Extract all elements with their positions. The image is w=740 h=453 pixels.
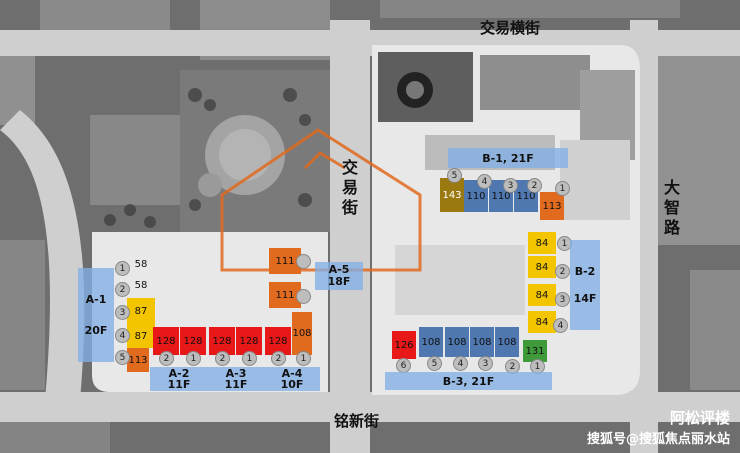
unit-a5-1: 111 [269,248,301,274]
block-b3-name: B-3, [442,374,468,388]
unit-number: 2 [159,351,174,366]
block-a1-label: A-1 20F [78,268,114,362]
unit-b2-4: 84 [528,311,556,333]
unit-a1-5: 113 [127,348,149,372]
unit-number: 1 [242,351,257,366]
unit-number: 2 [527,178,542,193]
unit-number: 4 [553,318,568,333]
block-a3-floors: 11F [224,378,248,391]
block-a4-name: A-4 [281,367,303,380]
street-label-middle: 交易街 [341,158,358,217]
unit-a3-2: 128 [209,327,235,355]
unit-a4-1: 108 [292,312,312,355]
unit-number [296,254,311,269]
block-b3-label: B-3, 21F [385,372,552,390]
unit-number: 4 [477,174,492,189]
block-b2-floors: 14F [573,292,597,305]
unit-b2-1: 84 [528,232,556,254]
watermark-credit: 搜狐号@搜狐焦点丽水站 [586,432,730,447]
unit-b3-6: 126 [392,331,416,359]
unit-a1-1: 58 [127,256,155,272]
block-a4-label: A-4 10F [264,367,320,391]
street-label-east: 大智路 [663,178,680,237]
unit-a5-2: 111 [269,282,301,308]
watermark: 阿松评楼 搜狐号@搜狐焦点丽水站 [587,407,730,447]
unit-a1-4: 87 [127,324,155,348]
block-a2-floors: 11F [167,378,191,391]
unit-number: 2 [115,282,130,297]
unit-number: 2 [271,351,286,366]
block-b3-floors: 21F [471,374,495,388]
unit-b2-3: 84 [528,284,556,306]
block-a2-label: A-2 11F [150,367,208,391]
block-b1-name: B-1, [482,151,508,165]
block-a1-name: A-1 [85,293,107,306]
unit-number: 3 [503,178,518,193]
unit-number [296,289,311,304]
unit-number: 2 [215,351,230,366]
unit-number: 4 [453,356,468,371]
unit-a1-3: 87 [127,298,155,324]
block-a5-name: A-5 [328,263,350,276]
unit-number: 4 [115,328,130,343]
unit-a2-1: 128 [180,327,206,355]
unit-a1-2: 58 [127,277,155,293]
unit-number: 1 [186,351,201,366]
unit-b3-2: 108 [495,327,519,357]
unit-b1-1: 113 [540,192,564,220]
street-label-north: 交易横街 [480,19,541,37]
unit-number: 5 [447,168,462,183]
block-a1-floors: 20F [84,324,108,337]
unit-a2-2: 128 [153,327,179,355]
block-a5-floors: 18F [327,275,351,288]
unit-number: 3 [555,292,570,307]
unit-number: 1 [115,261,130,276]
block-a5-label: A-5 18F [315,262,363,290]
unit-number: 6 [396,358,411,373]
unit-a3-1: 128 [236,327,262,355]
block-a4-floors: 10F [280,378,304,391]
unit-b3-3: 108 [470,327,494,357]
unit-b3-5: 108 [419,327,443,357]
unit-number: 5 [115,350,130,365]
block-a2-name: A-2 [168,367,190,380]
unit-b2-2: 84 [528,256,556,278]
unit-b3-4: 108 [445,327,469,357]
block-b2-label: B-2 14F [570,240,600,330]
unit-number: 3 [478,356,493,371]
block-a3-label: A-3 11F [208,367,264,391]
unit-number: 1 [296,351,311,366]
block-b2-name: B-2 [574,265,596,278]
block-b1-label: B-1, 21F [448,148,568,168]
watermark-brand: 阿松评楼 [669,409,730,427]
unit-b3-1: 131 [523,340,547,362]
street-label-south: 铭新街 [334,412,380,430]
block-b1-floors: 21F [510,151,534,165]
unit-number: 2 [555,264,570,279]
unit-number: 1 [555,181,570,196]
unit-number: 3 [115,305,130,320]
unit-number: 5 [427,356,442,371]
unit-b1-5: 143 [440,178,464,212]
unit-a4-2: 128 [265,327,291,355]
block-a3-name: A-3 [225,367,247,380]
